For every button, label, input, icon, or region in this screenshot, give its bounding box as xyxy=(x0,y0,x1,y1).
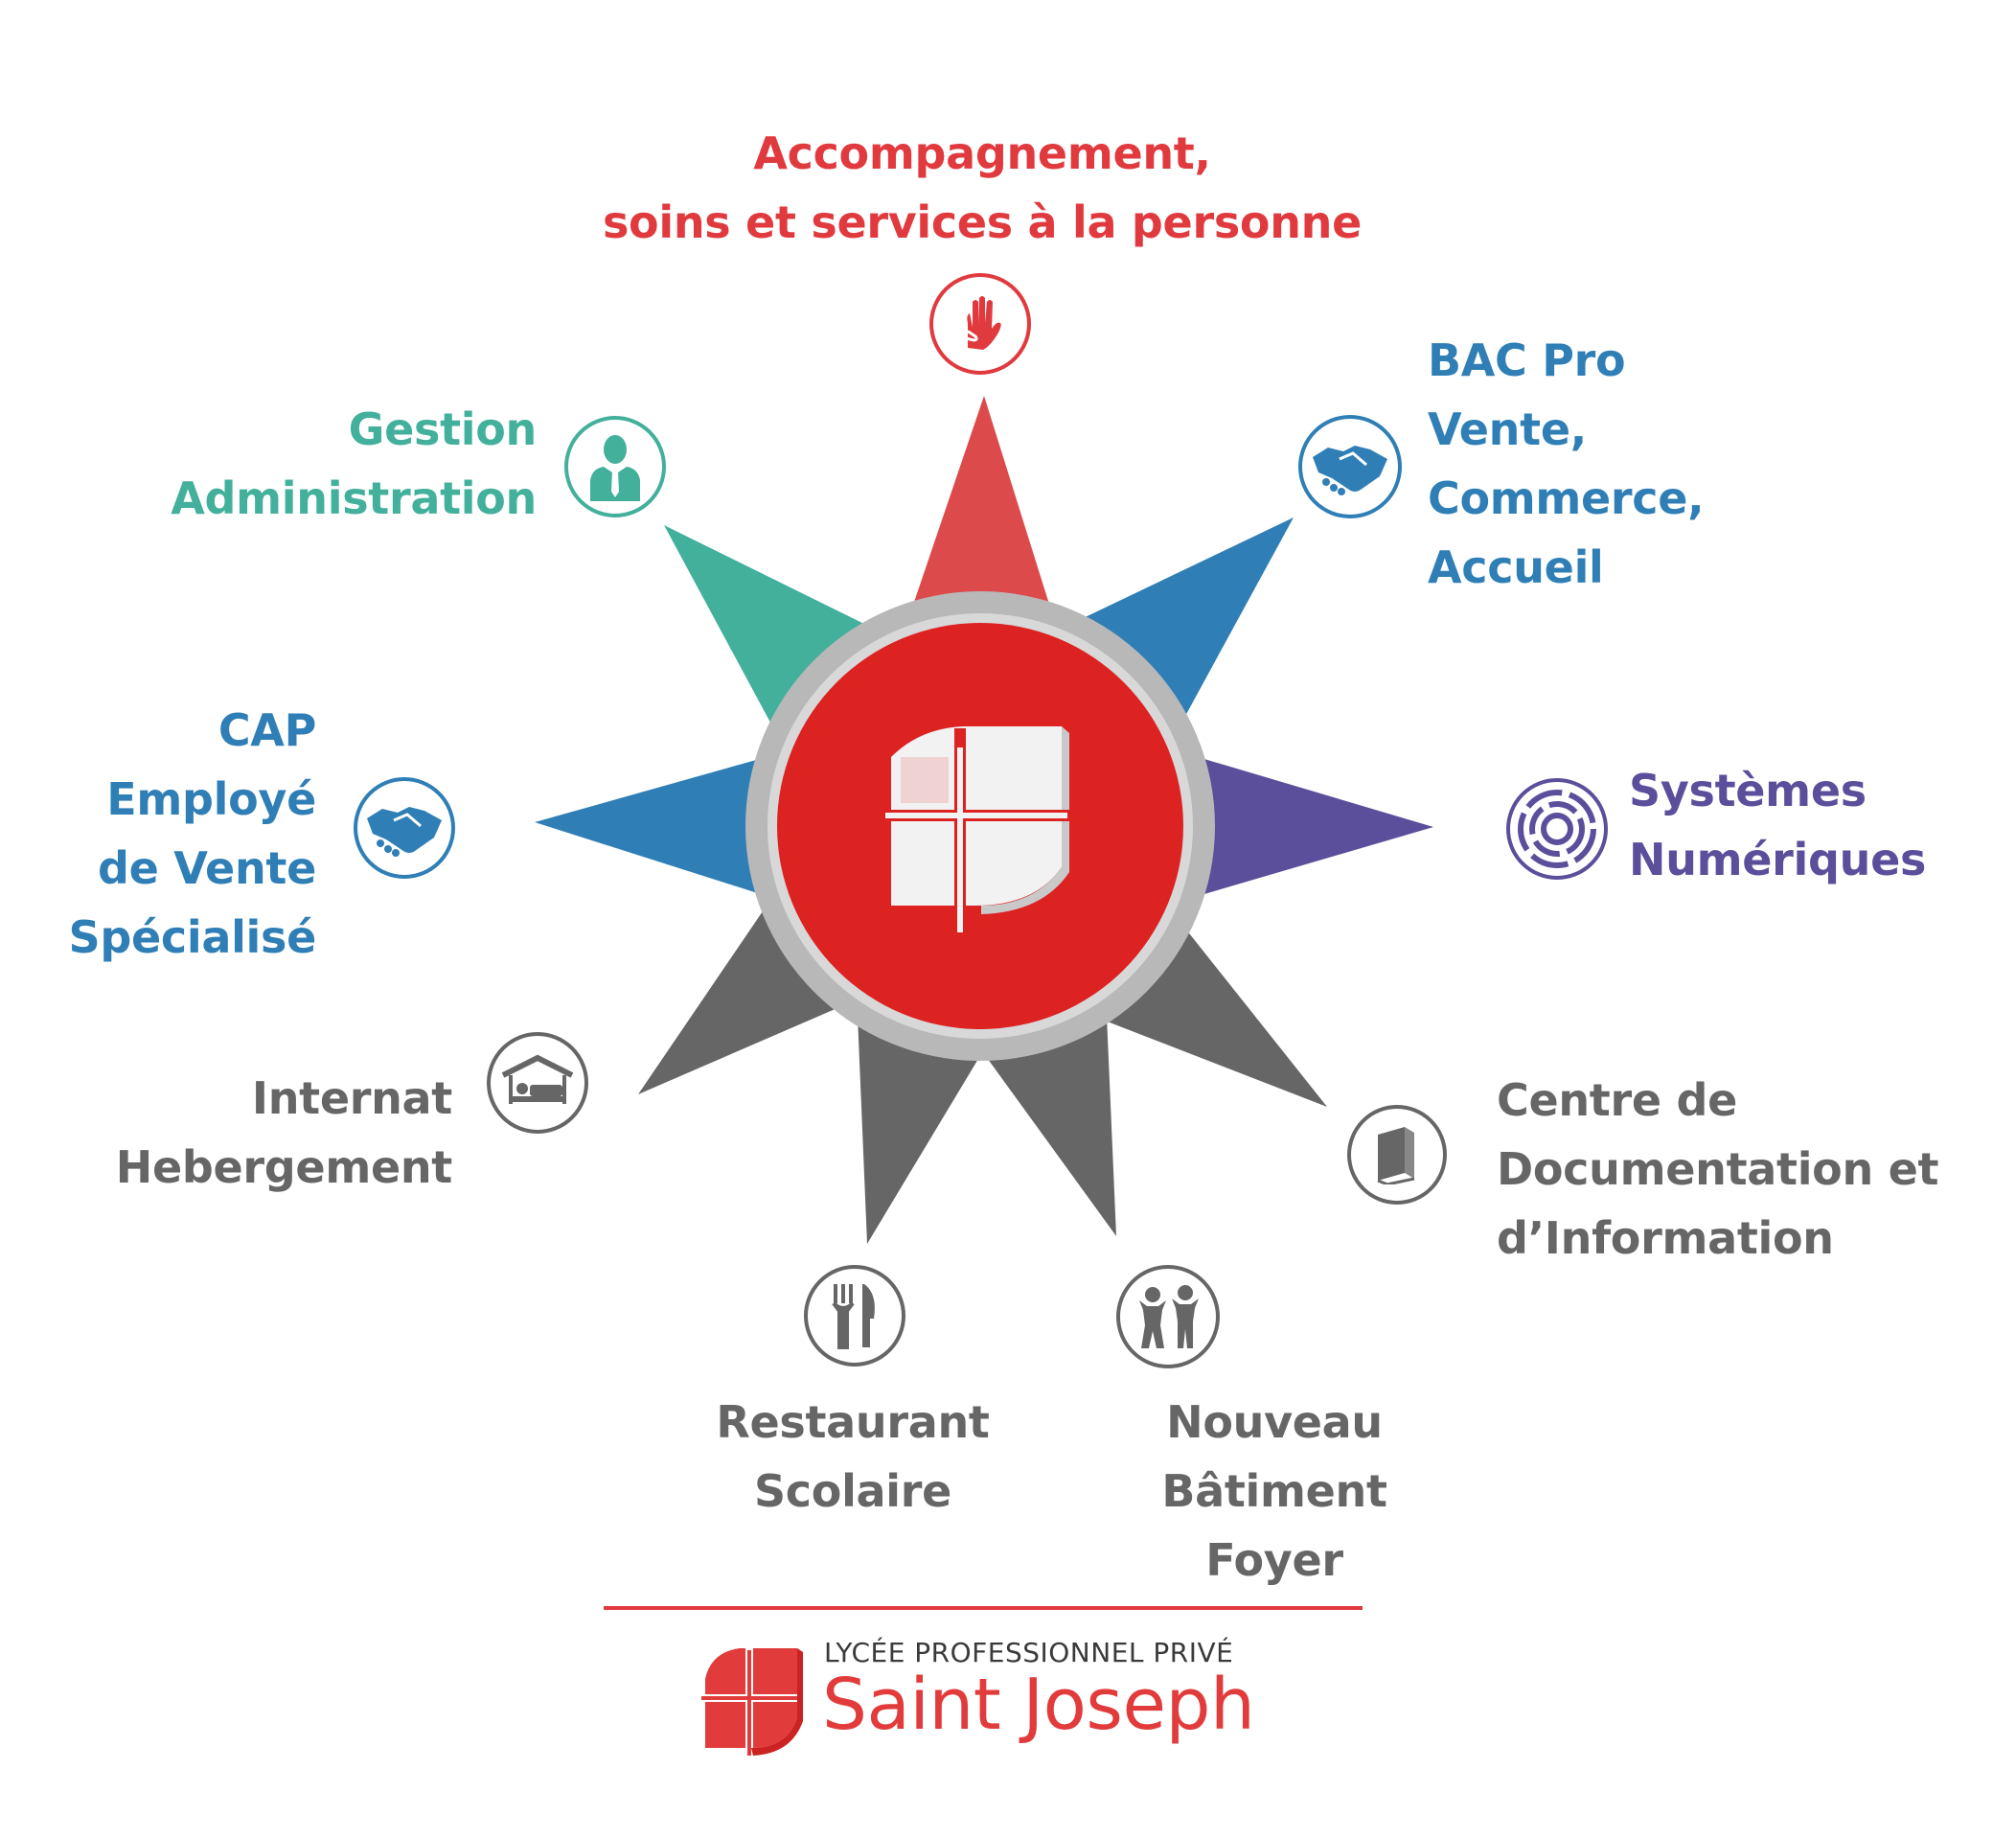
badge-foyer xyxy=(1116,1265,1220,1368)
label-line: Accompagnement, xyxy=(753,127,1211,179)
label-line: CAP xyxy=(218,704,316,756)
badge-accompagnement xyxy=(929,273,1031,375)
brand-logo-icon xyxy=(698,1641,803,1756)
brand-name: Saint Joseph xyxy=(822,1664,1255,1746)
label-line: Numériques xyxy=(1629,834,1927,885)
star-point-foyer xyxy=(977,1016,1116,1236)
label-line: de Vente xyxy=(98,842,316,894)
handshake-icon xyxy=(1313,446,1387,495)
badge-internat xyxy=(487,1032,588,1134)
label-line: Vente, xyxy=(1428,403,1587,455)
bed-house-icon xyxy=(501,1054,574,1104)
badge-restaurant xyxy=(804,1265,905,1367)
badge-cap xyxy=(354,777,455,879)
label-line: soins et services à la personne xyxy=(602,196,1363,248)
businessman-icon xyxy=(590,435,640,501)
handshake-icon xyxy=(367,807,442,857)
label-line: Internat xyxy=(251,1072,452,1124)
helping-hand-icon xyxy=(955,296,1001,350)
badge-systemes xyxy=(1506,778,1608,880)
label-line: Scolaire xyxy=(753,1465,952,1517)
divider-rule xyxy=(604,1606,1363,1610)
label-line: Employé xyxy=(106,773,316,825)
label-line: Bâtiment xyxy=(1161,1465,1387,1517)
label-line: Spécialisé xyxy=(68,911,317,963)
label-internat: Internat Hebergement xyxy=(57,1064,453,1202)
label-line: BAC Pro xyxy=(1428,334,1626,386)
label-line: Foyer xyxy=(1205,1534,1343,1586)
label-line: Hebergement xyxy=(115,1141,453,1193)
center-emblem-icon xyxy=(882,726,1069,932)
star-point-accompagnement xyxy=(910,396,1052,613)
badge-cdi xyxy=(1347,1105,1447,1205)
label-cdi: Centre de Documentation et d’Information xyxy=(1497,1066,1939,1273)
label-line: Systèmes xyxy=(1629,765,1867,816)
brand-subtitle: LYCÉE PROFESSIONNEL PRIVÉ xyxy=(824,1637,1234,1668)
label-accompagnement: Accompagnement, soins et services à la p… xyxy=(537,119,1428,257)
label-line: Accueil xyxy=(1428,541,1604,593)
label-line: Nouveau xyxy=(1166,1396,1383,1448)
label-line: d’Information xyxy=(1497,1212,1834,1264)
label-gestion: Gestion Administration xyxy=(115,395,537,533)
star-point-restaurant xyxy=(858,1016,987,1244)
book-icon xyxy=(1377,1127,1415,1184)
label-systemes: Systèmes Numériques xyxy=(1629,756,1926,894)
label-line: Administration xyxy=(171,472,537,524)
star-point-systemes xyxy=(1198,757,1433,896)
label-line: Documentation et xyxy=(1497,1143,1939,1195)
badge-gestion xyxy=(564,416,666,517)
star-point-cap xyxy=(535,757,767,896)
label-line: Commerce, xyxy=(1428,472,1705,524)
children-icon xyxy=(1139,1285,1199,1348)
label-line: Gestion xyxy=(348,403,538,455)
cutlery-icon xyxy=(832,1284,875,1349)
label-foyer: Nouveau Bâtiment Foyer xyxy=(1131,1388,1418,1595)
label-line: Restaurant xyxy=(716,1396,990,1448)
label-line: Centre de xyxy=(1497,1074,1738,1126)
badge-bac-pro xyxy=(1298,415,1402,518)
target-icon xyxy=(1518,790,1596,868)
label-restaurant: Restaurant Scolaire xyxy=(699,1388,1006,1526)
label-cap: CAP Employé de Vente Spécialisé xyxy=(38,696,317,972)
label-bac-pro: BAC Pro Vente, Commerce, Accueil xyxy=(1428,326,1705,602)
